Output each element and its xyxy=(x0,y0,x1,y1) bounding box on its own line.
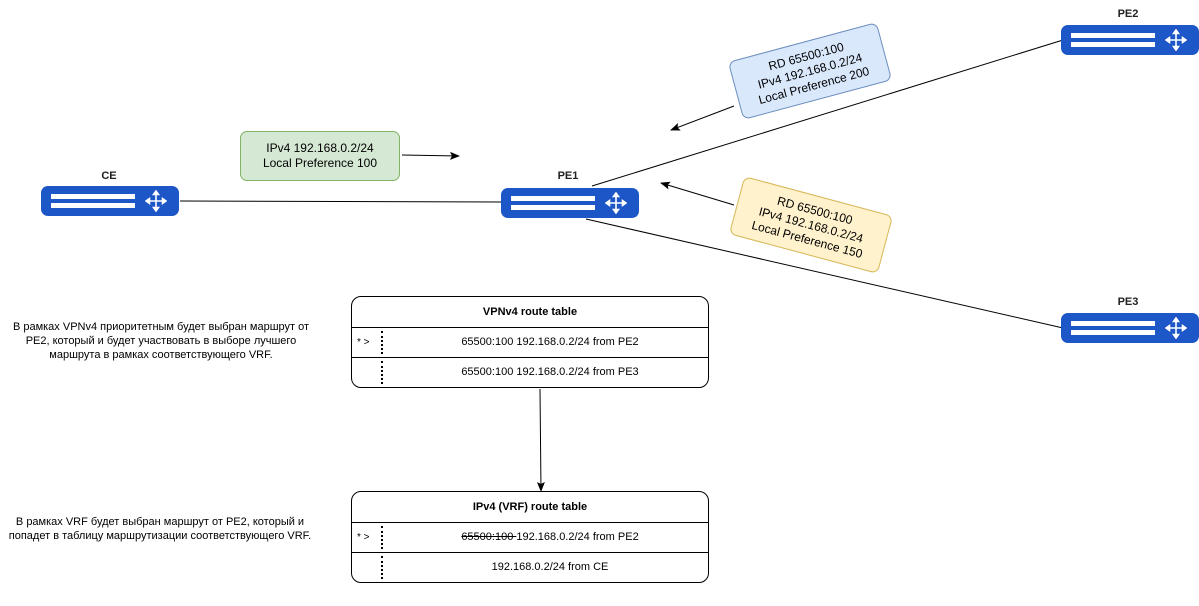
router-icon xyxy=(145,190,167,212)
route-prefix: 192.168.0.2/24 from PE2 xyxy=(516,531,639,543)
table-row[interactable]: 192.168.0.2/24 from CE xyxy=(352,552,708,582)
vpnv4-table-title: VPNv4 route table xyxy=(352,297,708,328)
router-bar xyxy=(511,196,595,201)
router-bar xyxy=(1071,330,1155,335)
router-bar xyxy=(1071,42,1155,47)
router-bar xyxy=(1071,321,1155,326)
row-separator xyxy=(381,331,383,354)
vpnv4-route-table: VPNv4 route table * > 65500:100 192.168.… xyxy=(351,296,709,388)
arrow-ce-advert xyxy=(401,151,460,160)
note-line: IPv4 192.168.0.2/24 xyxy=(266,141,374,155)
router-bar xyxy=(1071,33,1155,38)
arrow-pe3-advert xyxy=(660,181,735,206)
route-entry: 192.168.0.2/24 from CE xyxy=(392,553,708,582)
vpnv4-explanation: В рамках VPNv4 приоритетным будет выбран… xyxy=(12,321,310,361)
router-pe2[interactable] xyxy=(1061,25,1199,55)
ce-route-note[interactable]: IPv4 192.168.0.2/24 Local Preference 100 xyxy=(240,131,400,181)
vrf-explanation: В рамках VRF будет выбран маршрут от PE2… xyxy=(8,516,312,542)
router-pe3[interactable] xyxy=(1061,313,1199,343)
arrow-pe2-advert xyxy=(670,105,735,131)
router-icon xyxy=(1165,29,1187,51)
row-separator xyxy=(381,361,383,384)
link-pe1-pe2 xyxy=(591,39,1064,187)
pe1-label: PE1 xyxy=(557,170,579,182)
route-entry: 65500:100 192.168.0.2/24 from PE2 xyxy=(392,523,708,552)
vrf-table-title: IPv4 (VRF) route table xyxy=(352,492,708,523)
route-entry: 65500:100 192.168.0.2/24 from PE2 xyxy=(461,336,639,348)
router-bar xyxy=(51,203,135,208)
best-route-mark: * > xyxy=(357,532,370,543)
best-route-mark: * > xyxy=(357,337,370,348)
router-icon xyxy=(1165,317,1187,339)
route-prefix: 192.168.0.2/24 from CE xyxy=(491,561,609,573)
row-separator xyxy=(381,556,383,579)
table-row[interactable]: 65500:100 192.168.0.2/24 from PE3 xyxy=(352,357,708,387)
row-separator xyxy=(381,526,383,549)
pe3-label: PE3 xyxy=(1117,296,1139,308)
link-ce-pe1 xyxy=(179,200,503,203)
link-pe1-pe3 xyxy=(585,218,1064,329)
vrf-route-table: IPv4 (VRF) route table * > 65500:100 192… xyxy=(351,491,709,583)
router-bar xyxy=(51,194,135,199)
table-row[interactable]: * > 65500:100 192.168.0.2/24 from PE2 xyxy=(352,523,708,552)
note-line: Local Preference 100 xyxy=(262,156,378,170)
ce-label: CE xyxy=(101,170,117,182)
router-ce[interactable] xyxy=(41,186,179,216)
route-entry: 65500:100 192.168.0.2/24 from PE3 xyxy=(461,366,639,378)
router-icon xyxy=(605,192,627,214)
pe2-label: PE2 xyxy=(1117,8,1139,20)
table-row[interactable]: * > 65500:100 192.168.0.2/24 from PE2 xyxy=(352,328,708,357)
router-pe1[interactable] xyxy=(501,188,639,218)
router-bar xyxy=(511,205,595,210)
stripped-rd: 65500:100 xyxy=(461,531,517,543)
arrow-vpnv4-to-vrf xyxy=(536,388,545,492)
